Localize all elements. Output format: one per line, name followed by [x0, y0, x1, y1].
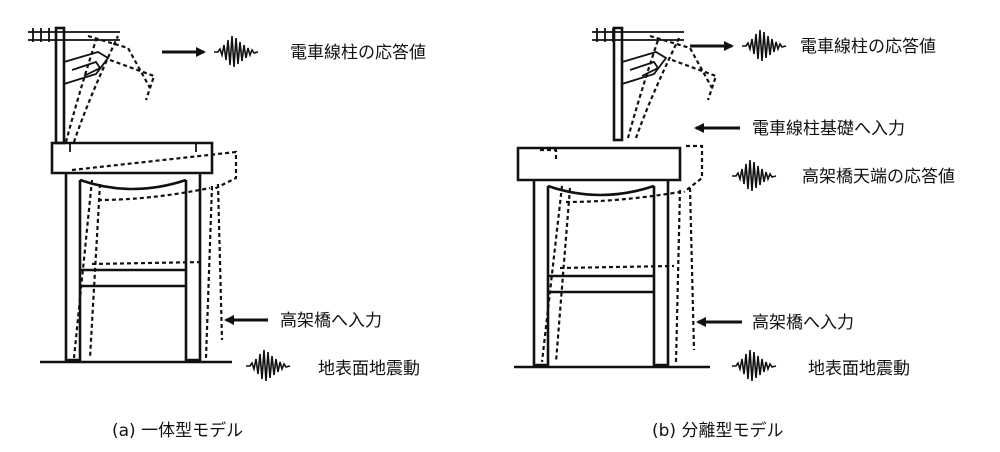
seismic-wave-icon [731, 349, 777, 382]
viaduct-frame [516, 146, 682, 367]
label-foundation-input-b: 電車線柱基礎へ入力 [752, 119, 905, 139]
label-ground-motion-b: 地表面地震動 [808, 359, 910, 379]
label-viaduct-top-response-b: 高架橋天端の応答値 [802, 167, 955, 187]
model-b: 電車線柱の応答値 電車線柱基礎へ入力 高架橋天端の応答値 高架橋へ入力 地表面地… [514, 26, 955, 441]
pole-deformed [626, 34, 718, 139]
caption-a: (a) 一体型モデル [112, 420, 243, 441]
electric-pole [612, 26, 668, 142]
label-viaduct-input-b: 高架橋へ入力 [752, 313, 854, 333]
pole-deformed [64, 34, 156, 143]
seismic-wave-icon [731, 159, 777, 192]
seismic-wave-icon [741, 29, 787, 62]
viaduct-deformed [71, 150, 238, 359]
seismic-wave-icon [245, 349, 291, 382]
label-pole-response-b: 電車線柱の応答値 [800, 37, 936, 57]
model-a: 電車線柱の応答値 高架橋へ入力 地表面地震動 (a) 一体型モデル [28, 26, 426, 441]
label-viaduct-input-a: 高架橋へ入力 [280, 311, 382, 331]
catenary-wire-icon [28, 28, 120, 42]
viaduct-deformed [540, 144, 704, 363]
label-ground-motion-a: 地表面地震動 [318, 359, 420, 379]
catenary-wire-icon [592, 28, 684, 42]
caption-b: (b) 分離型モデル [652, 420, 783, 441]
label-pole-response-a: 電車線柱の応答値 [290, 43, 426, 63]
seismic-wave-icon [213, 35, 259, 68]
